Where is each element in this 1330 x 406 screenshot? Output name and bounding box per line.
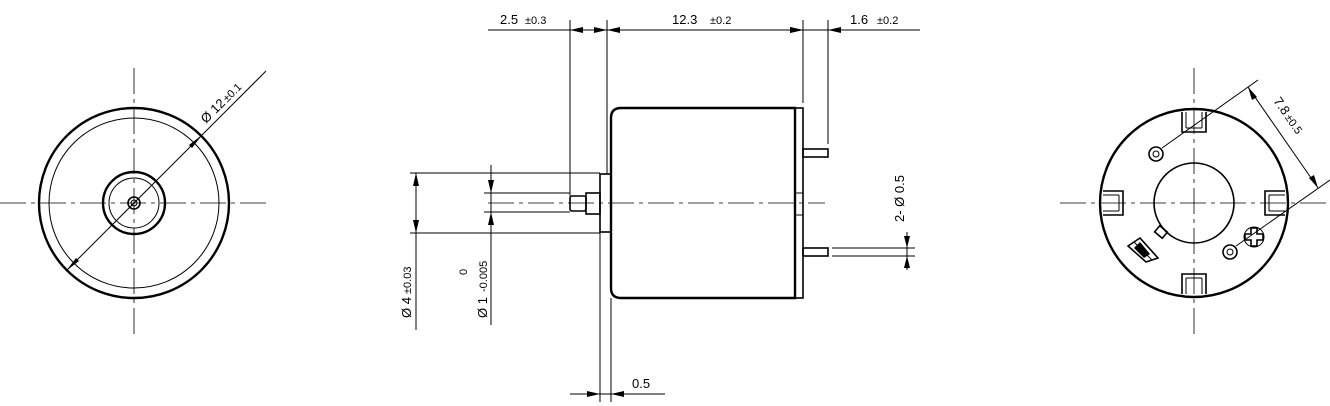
shaft-extension-arrow-right	[594, 27, 607, 33]
terminal-diameter-arrow-bottom	[904, 256, 910, 268]
negative-mark-icon	[1126, 236, 1160, 263]
terminal-upper	[802, 148, 829, 158]
rear-tab-right	[1264, 190, 1285, 216]
boss-diameter-arrow-bottom	[413, 220, 419, 233]
shaft-diameter-label: Ø 1	[475, 297, 490, 318]
front-boss-circle	[101, 170, 167, 236]
rear-terminal-upper-inner	[1152, 150, 1160, 158]
terminal-length-tolerance: ±0.2	[877, 15, 898, 27]
body-length-arrow-left	[607, 27, 620, 33]
front-outer-circle	[37, 106, 231, 300]
front-inner-rim-circle	[48, 117, 220, 289]
terminal-length-arrow-right	[828, 27, 841, 33]
shaft-diameter-arrow-top	[488, 180, 494, 193]
rear-terminal-lower-inner	[1226, 248, 1234, 256]
shaft-diameter-tolerance-upper: 0	[458, 269, 470, 275]
rear-tab-left	[1103, 190, 1124, 216]
rear-terminal-lower	[1222, 244, 1238, 260]
shaft-diameter-arrow-bottom	[488, 212, 494, 225]
flange-thickness-arrow-left	[587, 391, 600, 397]
flange-thickness-label: 0.5	[632, 376, 650, 391]
shaft-extension-label: 2.5	[500, 12, 518, 27]
body-length-label: 12.3	[672, 12, 697, 27]
body-diameter-arrow-top	[189, 135, 202, 148]
front-view: Ø 12 ±0.1	[0, 68, 268, 338]
terminal-spacing-arrow-top	[1248, 87, 1257, 100]
motor-end-cap	[794, 107, 804, 299]
rear-outer-circle	[1098, 107, 1290, 299]
ext-line-terminal-spacing-lower	[1235, 179, 1330, 247]
terminal-length-arrow-left	[790, 27, 803, 33]
terminal-length-label: 1.6	[850, 12, 868, 27]
rear-center-bore	[1153, 162, 1235, 244]
terminal-spacing-dim-line	[1247, 86, 1319, 189]
body-diameter-arrow-bottom	[66, 258, 79, 271]
positive-mark-icon	[1243, 226, 1265, 248]
boss-diameter-arrow-top	[413, 173, 419, 186]
shaft	[569, 195, 587, 212]
body-diameter-tolerance: ±0.1	[221, 81, 245, 105]
front-boss	[585, 192, 601, 215]
shaft-diameter-tolerance-lower: -0.005	[478, 261, 490, 292]
shaft-extension-arrow-left	[570, 27, 583, 33]
motor-body	[609, 106, 797, 300]
terminal-diameter-arrow-top	[904, 236, 910, 248]
front-shaft-inner-circle	[130, 199, 138, 207]
rear-tab-bottom	[1181, 273, 1207, 294]
terminal-spacing-arrow-bottom	[1309, 175, 1318, 188]
side-view: 2.5 ±0.3 12.3 ±0.2 1.6 ±0.2 Ø 4 ±0.03	[399, 12, 920, 402]
boss-diameter-tolerance: ±0.03	[402, 267, 414, 294]
rear-tab-top	[1181, 112, 1207, 133]
body-length-tolerance: ±0.2	[710, 15, 731, 27]
terminal-diameter-label: 2- Ø 0.5	[892, 175, 907, 222]
rear-view: 7.8 ±0.5	[1060, 68, 1330, 338]
terminal-lower	[802, 247, 829, 257]
body-diameter-leader	[65, 70, 267, 272]
boss-diameter-label: Ø 4	[399, 297, 414, 318]
front-boss-inner-circle	[108, 177, 160, 229]
flange-thickness-arrow-right	[611, 391, 624, 397]
front-shaft-circle	[127, 196, 141, 210]
rear-terminal-upper	[1148, 146, 1164, 162]
bore-notch	[1153, 224, 1169, 240]
shaft-extension-tolerance: ±0.3	[525, 15, 546, 27]
ext-line-terminal-spacing-upper	[1161, 79, 1259, 149]
terminal-spacing-tolerance: ±0.5	[1282, 112, 1304, 136]
